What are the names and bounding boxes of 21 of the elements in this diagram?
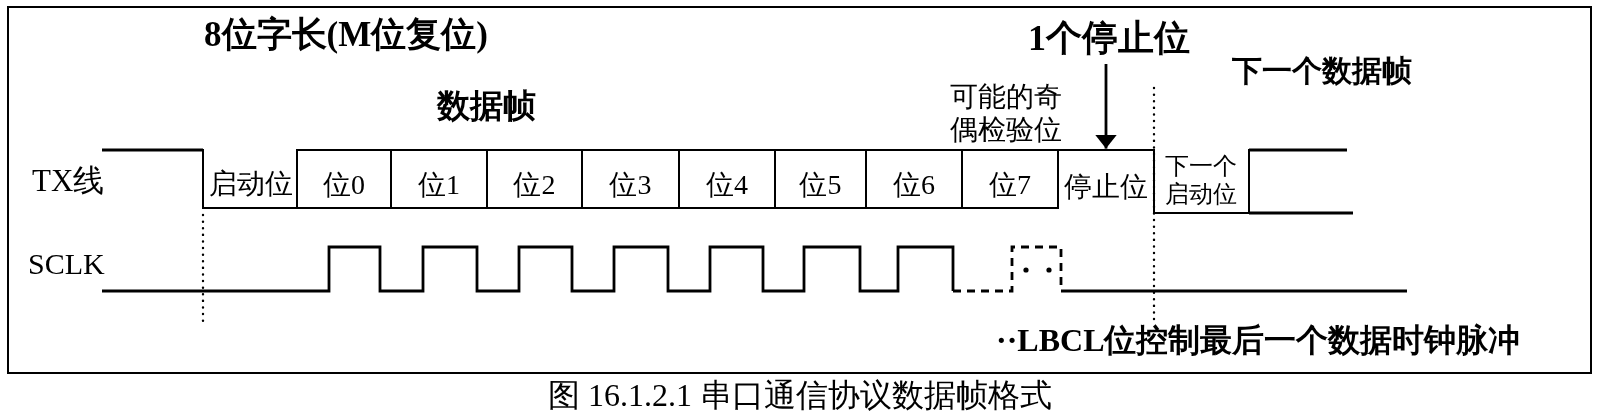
frame-heading: 下一个数据帧 [1232, 54, 1412, 89]
signal-name: SCLK [28, 247, 105, 282]
data-bit-box: 位7 [960, 148, 1060, 210]
footnote: ··LBCL位控制最后一个数据时钟脉冲 [996, 322, 1521, 359]
figure-caption: 图 16.1.2.1 串口通信协议数据帧格式 [548, 378, 1052, 414]
data-bit-box: 位0 [295, 148, 393, 210]
stop-bit-segment: 停止位 [1056, 148, 1156, 210]
start-bit-segment: 下一个启动位 [1152, 148, 1251, 215]
callout-label: 1个停止位 [1028, 14, 1190, 64]
data-bit-box: 位4 [677, 148, 777, 210]
word-length-heading: 8位字长(M位复位) [204, 15, 488, 56]
parity-bit-note: 可能的奇偶检验位 [950, 80, 1063, 146]
start-bit-segment: 启动位 [201, 148, 299, 210]
arrow [1095, 64, 1117, 149]
data-bit-box: 位5 [773, 148, 868, 210]
frame-heading: 数据帧 [437, 88, 536, 126]
data-bit-box: 位2 [485, 148, 584, 210]
data-bit-box: 位1 [389, 148, 489, 210]
data-bit-box: 位6 [864, 148, 964, 210]
data-bit-box: 位3 [580, 148, 681, 210]
signal-name: TX线 [32, 163, 105, 199]
